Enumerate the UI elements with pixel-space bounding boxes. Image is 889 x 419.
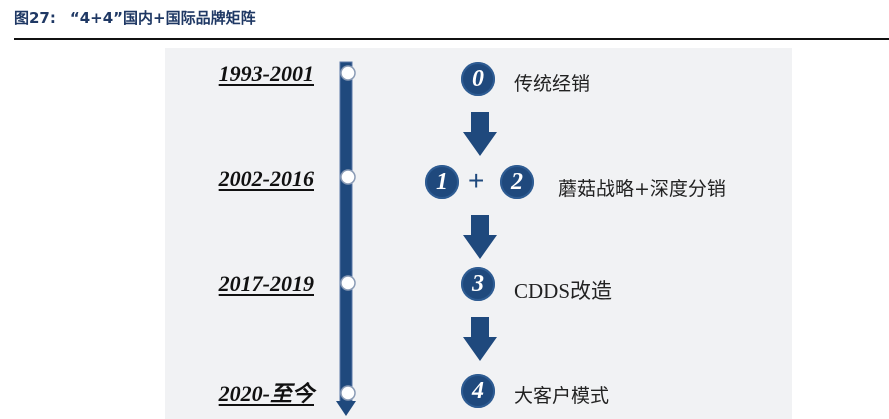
stage-badge: 0 [461, 62, 495, 96]
period-years: 2020-至今 [218, 381, 314, 406]
timeline-arrow-tip [336, 401, 356, 416]
down-arrow-icon [463, 112, 497, 156]
timeline-marker [340, 385, 356, 401]
stage-badge: 1 [425, 165, 459, 199]
stage-label: CDDS改造 [514, 279, 613, 303]
figure-title: “4+4”国内+国际品牌矩阵 [69, 9, 256, 27]
timeline [336, 61, 356, 416]
stage-badge: 4 [461, 374, 495, 408]
timeline-marker [340, 65, 356, 81]
stage-badge: 3 [461, 267, 495, 301]
plus-sign: + [468, 165, 485, 196]
period-years: 2017-2019 [218, 271, 314, 296]
timeline-bar [339, 61, 353, 403]
down-arrow-icon [463, 215, 497, 259]
period-years: 1993-2001 [218, 61, 314, 86]
stage-label: 蘑菇战略+深度分销 [558, 178, 726, 200]
stage-label: 大客户模式 [514, 385, 610, 407]
timeline-marker [340, 169, 356, 185]
period-years: 2002-2016 [218, 166, 314, 191]
down-arrow-icon [463, 317, 497, 361]
timeline-marker [340, 275, 356, 291]
stage-badge: 2 [500, 165, 534, 199]
figure-caption: 图27: “4+4”国内+国际品牌矩阵 [14, 7, 256, 28]
figure-number: 图27: [14, 9, 56, 27]
caption-divider [14, 38, 889, 40]
stage-label: 传统经销 [514, 73, 591, 95]
